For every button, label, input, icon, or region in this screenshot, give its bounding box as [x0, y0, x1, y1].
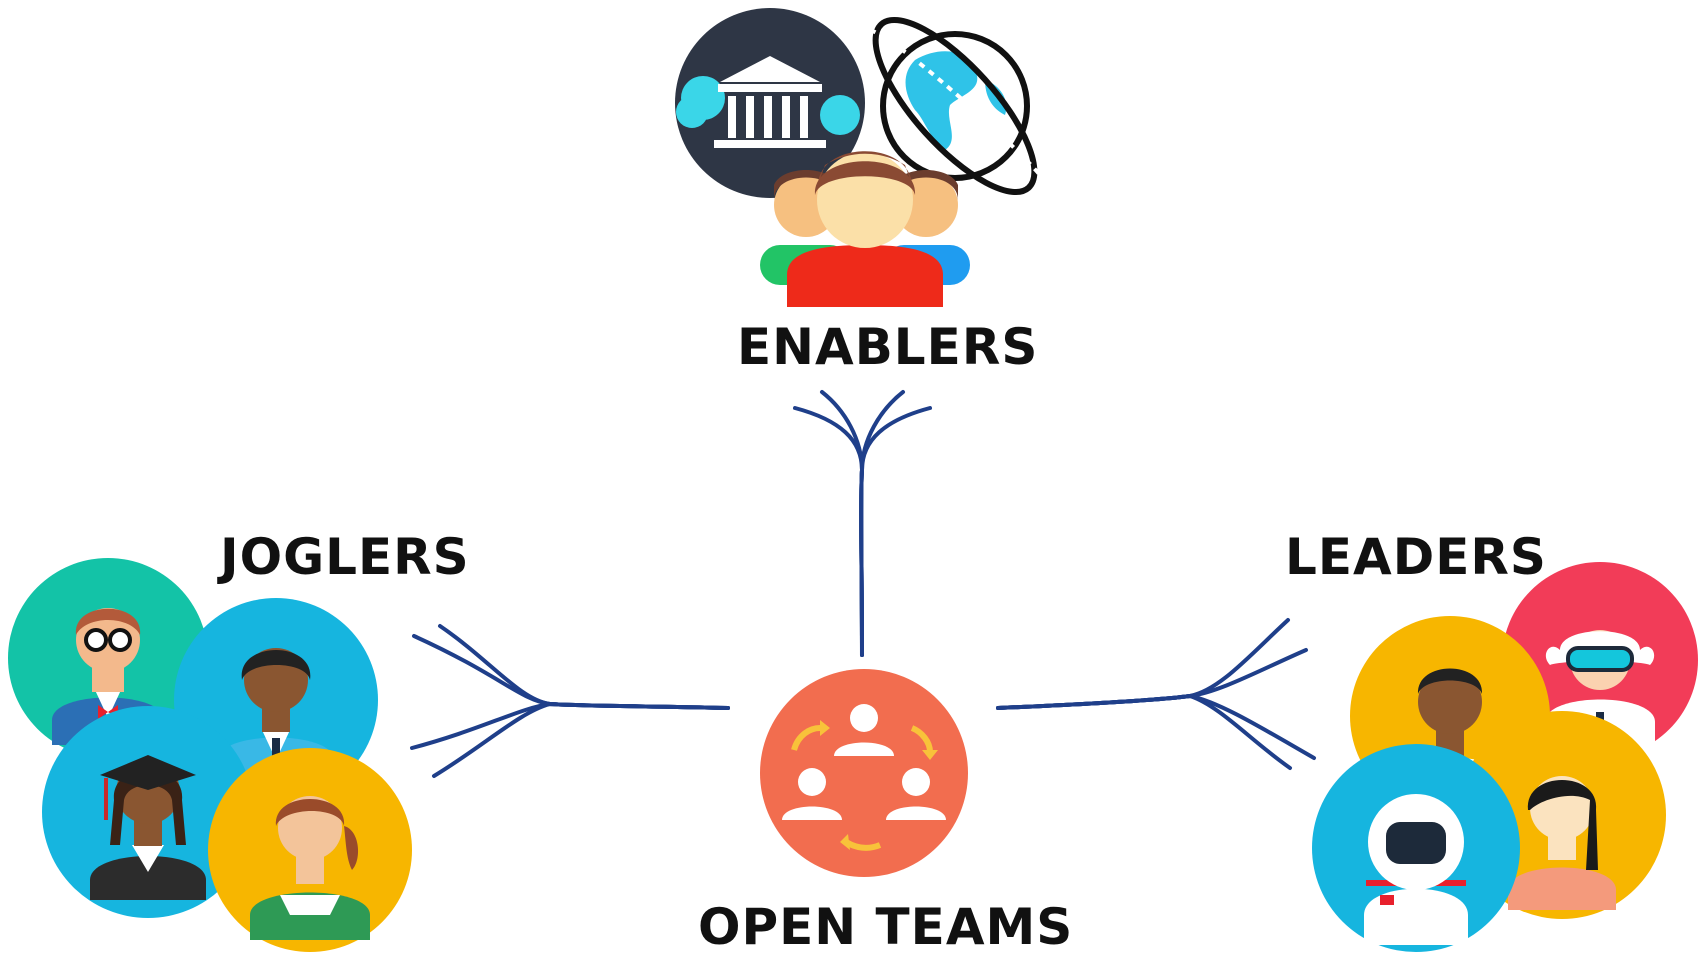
joglers-icon-group — [8, 558, 412, 952]
graduate-person-icon — [42, 706, 254, 918]
globe-orbit-icon — [869, 16, 1042, 196]
leaders-label: LEADERS — [1285, 528, 1547, 586]
open-teams-label: OPEN TEAMS — [698, 898, 1074, 956]
institution-icon — [675, 8, 865, 198]
leaders-connector — [996, 618, 1316, 770]
enablers-label: ENABLERS — [737, 318, 1039, 376]
user-group-icon — [760, 151, 970, 307]
enablers-connector — [793, 390, 932, 657]
astronaut-icon — [1312, 744, 1520, 952]
connectors — [410, 390, 1316, 778]
joglers-label: JOGLERS — [220, 528, 470, 586]
team-cycle-icon — [760, 669, 968, 877]
woman-person-icon — [208, 748, 412, 952]
leaders-icon-group — [1312, 562, 1698, 952]
enablers-icon-group — [675, 8, 1042, 307]
joglers-connector — [410, 624, 730, 778]
